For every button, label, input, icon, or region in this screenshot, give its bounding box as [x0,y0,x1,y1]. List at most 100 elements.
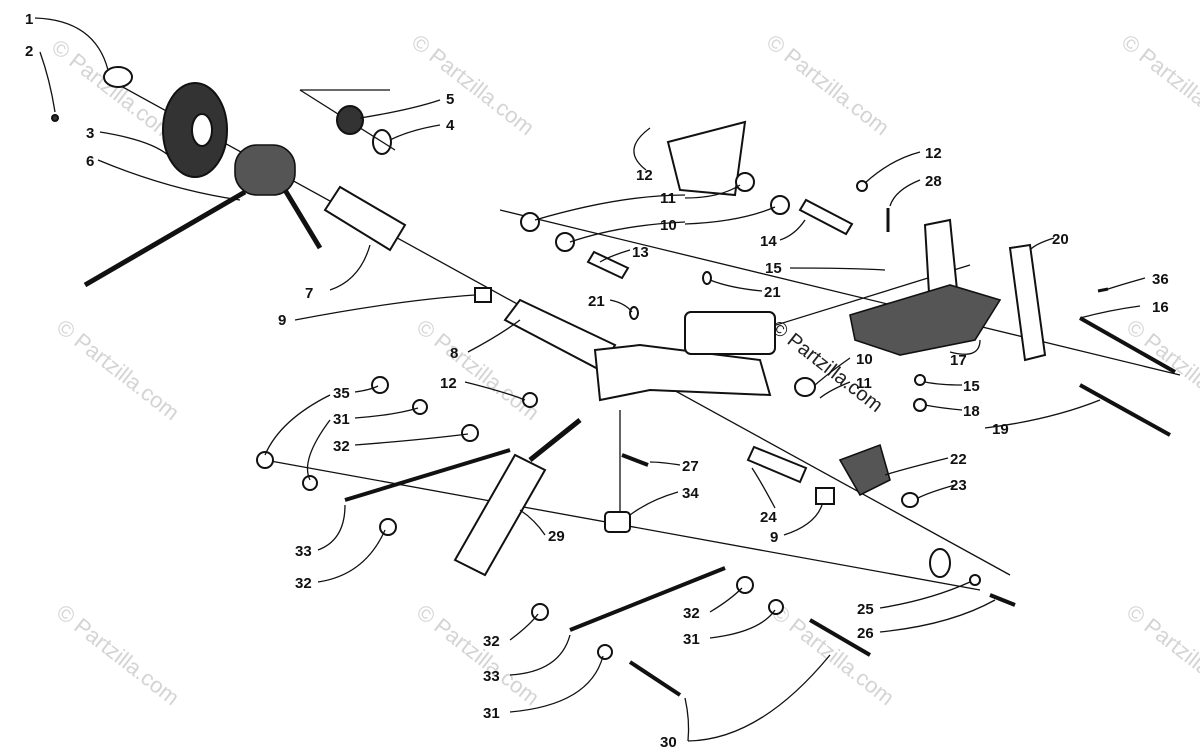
callout-4: 4 [446,117,455,134]
part-sleeve [323,185,407,252]
part-pin [746,445,808,484]
part-bushing [520,212,540,232]
part-bushing [461,424,479,442]
part-adjuster-block [838,443,891,497]
part-pin [798,198,854,236]
callout-14: 14 [760,233,777,250]
part-shock-absorber [453,453,547,577]
callout-36: 36 [1152,271,1169,288]
callout-9-upper: 9 [278,312,286,329]
part-grease-fitting [702,271,712,285]
part-bushing [379,518,397,536]
callout-15-top: 15 [765,260,782,277]
callout-6: 6 [86,153,94,170]
part-spacer [815,487,835,505]
part-top-bracket [666,120,747,197]
callout-22: 22 [950,451,967,468]
callout-9-lower: 9 [770,529,778,546]
part-large-washer [929,548,951,578]
callout-32-lower: 32 [483,633,500,650]
watermark-text: © Partzilla.com [1122,599,1200,710]
callout-21-left: 21 [588,293,605,310]
callout-28: 28 [925,173,942,190]
part-cross-tube [503,298,617,372]
part-bushing [735,172,755,192]
part-rear-arm [1008,243,1047,362]
callout-24: 24 [760,509,777,526]
watermark-text: © Partzilla.com [412,599,544,710]
part-bushing [794,377,816,397]
callout-29: 29 [548,528,565,545]
callout-25: 25 [857,601,874,618]
callout-23: 23 [950,477,967,494]
callout-33-lower: 33 [483,668,500,685]
callout-labels: 1 2 3 6 5 4 7 9 8 12 11 10 13 14 21 21 1… [25,11,1169,751]
part-washer [901,492,919,508]
watermark-text: © Partzilla.com [47,34,179,145]
callout-33-left: 33 [295,543,312,560]
part-long-bolt [1079,383,1171,437]
part-washer [597,644,613,660]
part-spring-leg [282,188,323,250]
watermark-text: © Partzilla.com [762,29,894,140]
part-spring-arm [83,189,247,288]
part-nut [856,180,868,192]
part-bolt [621,453,649,467]
callout-5: 5 [446,91,454,108]
part-long-bolt [1079,316,1176,374]
callout-10-mid: 10 [856,351,873,368]
part-nut [256,451,274,469]
part-pin [586,250,630,280]
part-bushing [555,232,575,252]
callout-31-lower: 31 [483,705,500,722]
watermark-text: © Partzilla.com [52,314,184,425]
part-grease-fitting [629,306,639,320]
part-nut [371,376,389,394]
part-bushing [770,195,790,215]
callout-12-right: 12 [925,145,942,162]
callout-20: 20 [1052,231,1069,248]
part-nut [522,392,538,408]
part-washer [302,475,318,491]
part-long-bolt [628,660,682,697]
callout-13: 13 [632,244,649,261]
callout-35: 35 [333,385,350,402]
callout-12-top: 12 [636,167,653,184]
callout-34: 34 [682,485,699,502]
callout-26: 26 [857,625,874,642]
callout-31-right: 31 [683,631,700,648]
callout-7: 7 [305,285,313,302]
callout-27: 27 [682,458,699,475]
part-front-arm [593,343,772,402]
part-washer [768,599,784,615]
callout-12-mid: 12 [440,375,457,392]
callout-8: 8 [450,345,458,362]
part-bearing [336,105,364,135]
watermark-text: © Partzilla.com [407,29,539,140]
callout-2: 2 [25,43,33,60]
part-short-bolt [989,593,1016,607]
callout-17: 17 [950,352,967,369]
part-sleeve-short [604,511,631,533]
callout-11-top: 11 [660,190,676,207]
callout-21-right: 21 [764,284,781,301]
part-long-bolt [808,618,872,657]
part-shock-rod [528,418,582,462]
part-link-arm [344,448,511,502]
callout-15-bottom: 15 [963,378,980,395]
part-nut [913,398,927,412]
part-cap [103,66,133,88]
part-washer [412,399,428,415]
part-small-pin [51,114,59,122]
part-slide-plate [849,284,1002,356]
callout-1: 1 [25,11,33,28]
watermark-text: © Partzilla.com [52,599,184,710]
part-idler-wheel-hub [191,113,213,147]
callout-32-upper: 32 [333,438,350,455]
part-washer [914,374,926,386]
callout-18: 18 [963,403,980,420]
watermark-text: © Partzilla.com [1117,29,1200,140]
callout-19: 19 [992,421,1009,438]
watermark-text: © Partzilla.com [767,599,899,710]
